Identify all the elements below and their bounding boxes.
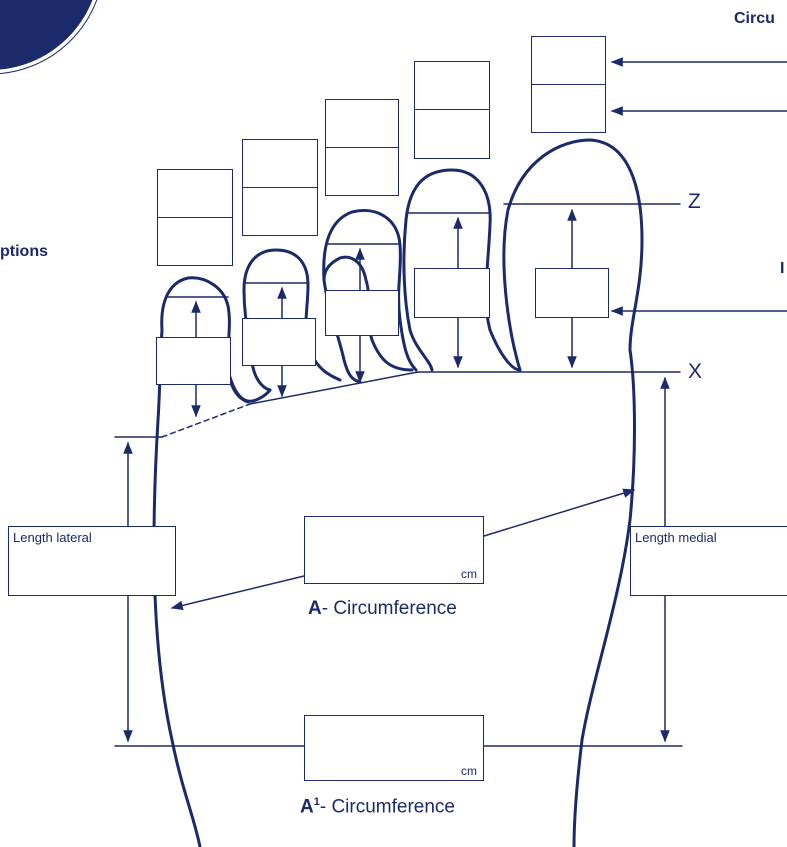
toe-4-circumference-boxes[interactable] [242, 139, 318, 236]
side-heading: I [780, 260, 785, 277]
toe-5-circumference-boxes[interactable] [157, 169, 233, 266]
toe-3-box-upper[interactable] [326, 100, 398, 148]
toe-5-box-lower[interactable] [158, 218, 232, 266]
toe-3-circumference-boxes[interactable] [325, 99, 399, 196]
toe-5-box-upper[interactable] [158, 170, 232, 218]
options-heading: ptions [0, 243, 48, 260]
a-unit-label: cm [461, 567, 477, 581]
a1-circumference-field[interactable]: cm [304, 715, 484, 781]
length-lateral-label: Length lateral [13, 530, 92, 545]
toe-outline-2 [402, 168, 522, 372]
circumference-heading: Circu [734, 10, 775, 27]
a-circumference-caption: A- Circumference [308, 598, 457, 619]
toe-4-box-lower[interactable] [243, 188, 317, 236]
big-toe-box-upper[interactable] [532, 37, 605, 85]
a1-unit-label: cm [461, 764, 477, 778]
big-toe-circumference-boxes[interactable] [531, 36, 606, 133]
length-lateral-field[interactable]: Length lateral [8, 526, 176, 596]
toe-4-box-upper[interactable] [243, 140, 317, 188]
marker-x-label: X [688, 360, 703, 383]
toe-2-circumference-boxes[interactable] [414, 61, 490, 159]
toe-2-box-lower[interactable] [415, 110, 489, 158]
toe-4-length-box[interactable] [242, 318, 316, 366]
a1-circumference-caption: A1- Circumference [300, 796, 456, 818]
big-toe-box-lower[interactable] [532, 85, 605, 133]
toe-2-length-box[interactable] [414, 268, 490, 318]
length-medial-label: Length medial [635, 530, 717, 545]
toe-outline-4 [242, 248, 342, 382]
toe-3-box-lower[interactable] [326, 148, 398, 196]
big-toe-length-box[interactable] [535, 268, 609, 318]
foot-outline [152, 418, 202, 847]
a-circumference-field[interactable]: cm [304, 516, 484, 584]
toe-2-box-upper[interactable] [415, 62, 489, 110]
marker-z-label: Z [688, 190, 701, 213]
toe-outline-big [502, 138, 644, 372]
toe-3-length-box[interactable] [325, 290, 399, 336]
foot-outline-medial [572, 348, 636, 847]
length-medial-field[interactable]: Length medial [630, 526, 787, 596]
toe-5-length-box[interactable] [156, 337, 231, 385]
toe-outline-3 [322, 255, 414, 372]
